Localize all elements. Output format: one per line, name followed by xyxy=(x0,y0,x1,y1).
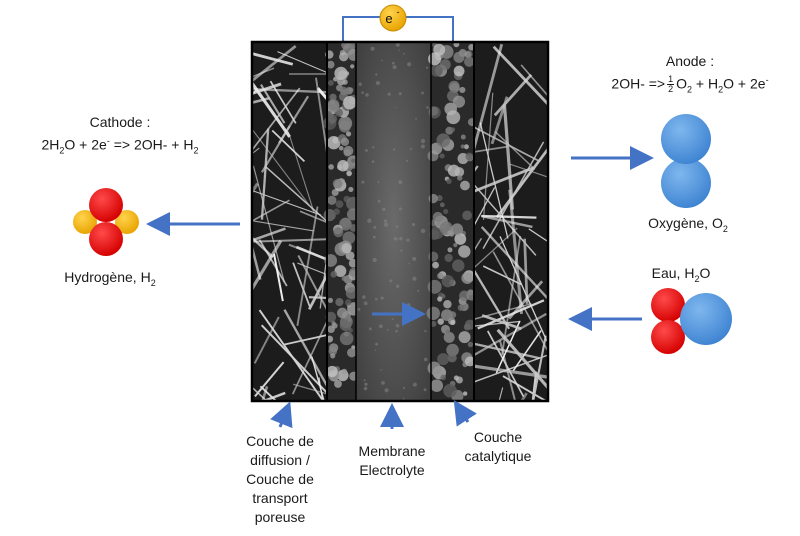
hydrogen-molecule xyxy=(73,188,139,256)
cell-frame xyxy=(250,40,550,403)
oxygen-molecule xyxy=(661,114,711,208)
svg-text:e: e xyxy=(385,11,392,26)
catalyst-pointer-arrow xyxy=(453,399,477,427)
hydrogen-label: Hydrogène, H2 xyxy=(64,269,156,288)
electron-symbol: e - xyxy=(379,4,407,32)
diffusion-pointer-arrow xyxy=(270,401,293,429)
diffusion-layer-label: Couche de diffusion / Couche de transpor… xyxy=(246,433,314,525)
cathode-title: Cathode : xyxy=(89,114,151,130)
catalyst-layer-label: Couche catalytique xyxy=(464,429,532,464)
water-label: Eau, H2O xyxy=(651,265,711,284)
anode-title: Anode : xyxy=(665,53,715,69)
cathode-equation: 2H2O + 2e- => 2OH- + H2 xyxy=(41,136,199,156)
svg-text:-: - xyxy=(397,7,400,17)
cell-stack xyxy=(250,40,550,403)
water-molecule xyxy=(651,288,732,354)
membrane-label: Membrane Electrolyte xyxy=(358,443,426,478)
cathode-label: Cathode : 2H2O + 2e- => 2OH- + H2 xyxy=(20,113,220,160)
diffusion-layer-right xyxy=(474,43,548,400)
oxygen-label: Oxygène, O2 xyxy=(648,215,728,234)
diffusion-layer-left xyxy=(253,43,327,400)
